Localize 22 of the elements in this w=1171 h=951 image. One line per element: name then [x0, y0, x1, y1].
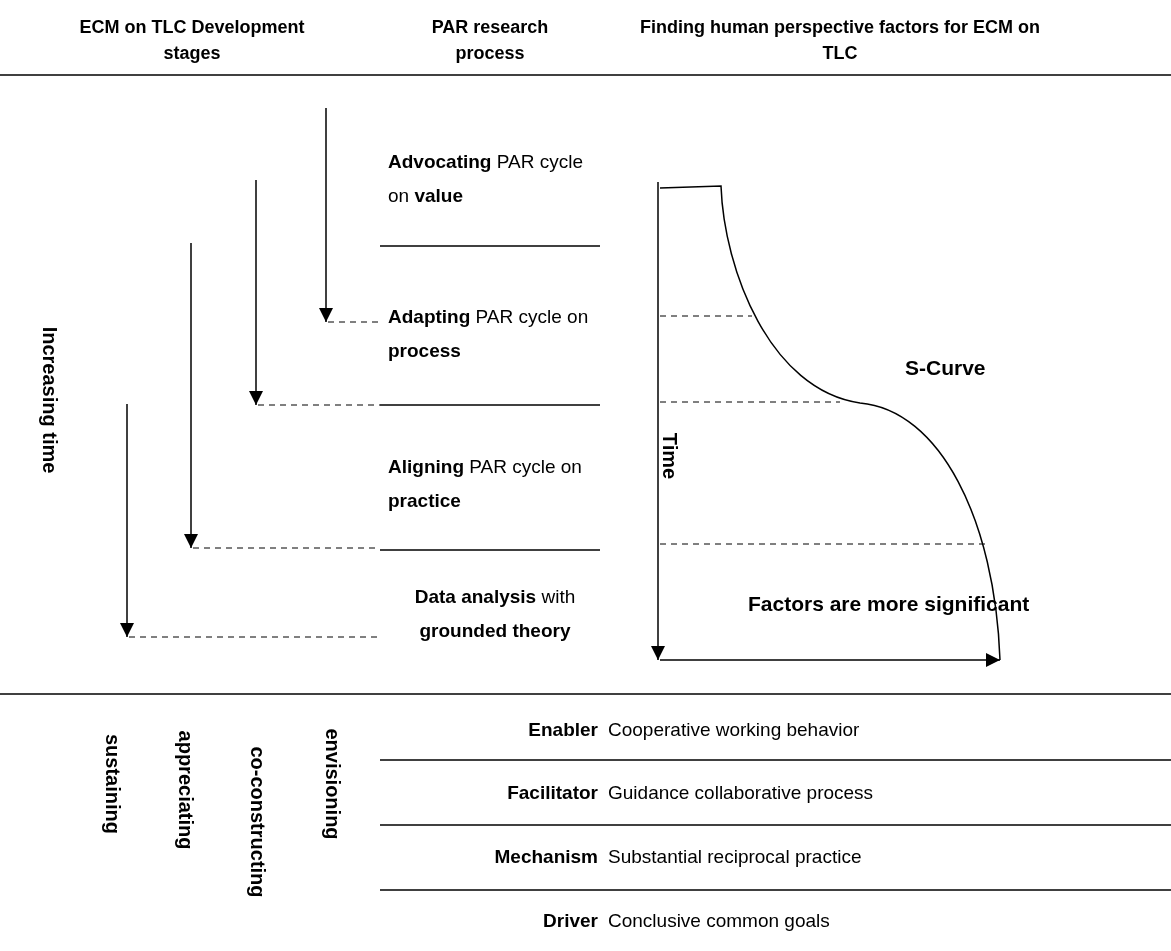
- column-heading: PAR research process: [430, 16, 550, 65]
- factor-term: Facilitator: [507, 780, 598, 805]
- axis-label: Time: [658, 432, 682, 480]
- factor-term: Mechanism: [494, 844, 598, 869]
- stage-label: co-constructing: [246, 746, 270, 898]
- stage-label: appreciating: [174, 730, 198, 850]
- factor-description: Substantial reciprocal practice: [608, 844, 862, 869]
- axis-label: Increasing time: [38, 326, 62, 474]
- column-heading: Finding human perspective factors for ECM on TLC: [638, 16, 1041, 65]
- factor-description: Cooperative working behavior: [608, 717, 860, 742]
- stage-label: sustaining: [101, 734, 125, 834]
- stage-text: Advocating PAR cycle on value: [388, 150, 584, 208]
- stage-label: envisioning: [321, 728, 345, 840]
- column-heading: ECM on TLC Development stages: [78, 16, 306, 65]
- factor-description: Conclusive common goals: [608, 908, 830, 933]
- stage-text: Aligning PAR cycle on practice: [388, 455, 583, 513]
- stage-text: Adapting PAR cycle on process: [388, 305, 590, 363]
- factor-description: Guidance collaborative process: [608, 780, 874, 805]
- factor-term: Driver: [543, 908, 598, 933]
- curve-label: S-Curve: [905, 355, 986, 381]
- stage-text: Data analysis with grounded theory: [413, 585, 577, 643]
- factor-term: Enabler: [528, 717, 598, 742]
